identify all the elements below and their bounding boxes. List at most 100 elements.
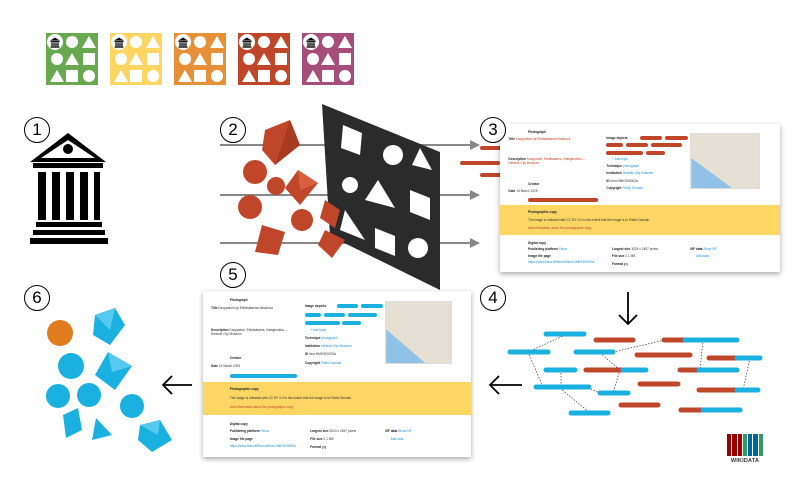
highlighted-value xyxy=(651,143,682,148)
id-label: ID xyxy=(304,352,309,357)
description-label: Description xyxy=(211,327,229,332)
institution-value[interactable]: Helsinki City Museum xyxy=(321,344,352,349)
creator-heading: Creator xyxy=(229,355,242,360)
description-value: Kauppatori, Eteläsatama, Katajanokka — H… xyxy=(211,327,288,336)
photographic-copy-section: Photographic copy The image is released … xyxy=(203,382,471,416)
largest-size-label: Largest size xyxy=(310,428,329,433)
red-shapes xyxy=(238,120,345,258)
highlighted-value xyxy=(528,198,598,202)
step-number-3: 3 xyxy=(480,117,506,143)
museum-icon xyxy=(30,133,108,244)
largest-size-value: 3024 x 2457 pixels xyxy=(631,246,658,251)
image-depicts-label: Image depicts xyxy=(304,304,327,309)
publishing-platform-value[interactable]: Finna xyxy=(558,246,567,251)
photographic-copy-text: The image is released with CC BY 4.0 to … xyxy=(528,217,651,222)
image-file-page-link[interactable]: https://www.finna.fi/Record/hkm.HMKSD000… xyxy=(528,260,594,265)
date-label: Date xyxy=(211,364,218,369)
add-topic-link[interactable]: + Add topic xyxy=(612,156,628,161)
technique-value[interactable]: photograph xyxy=(321,335,338,340)
institution-label: Institution xyxy=(304,344,321,349)
id-value: hkm.HMKSD0002a xyxy=(610,178,638,183)
highlighted-value xyxy=(342,320,362,325)
image-file-page-label: Image file page xyxy=(528,254,552,259)
institution-value[interactable]: Helsinki City Museum xyxy=(622,171,654,176)
id-value: hkm.HMKSD0002a xyxy=(308,352,337,357)
description-label: Description xyxy=(508,156,526,161)
highlighted-value xyxy=(229,374,297,378)
copyright-label: Copyright xyxy=(304,360,320,365)
format-label: Format xyxy=(612,261,623,266)
technique-value[interactable]: photograph xyxy=(622,163,640,168)
highlighted-value xyxy=(361,304,383,309)
digital-copy-heading: Digital copy xyxy=(229,422,248,427)
collection-tiles xyxy=(46,33,354,85)
graph-link xyxy=(587,387,601,394)
image-file-page-label: Image file page xyxy=(229,437,253,442)
graph-link xyxy=(699,339,704,371)
photograph-heading: Photograph xyxy=(528,129,546,134)
step-number-4: 4 xyxy=(480,285,506,311)
image-file-page-link[interactable]: https://www.finna.fi/Record/hkm.HMKSD000… xyxy=(229,443,296,448)
largest-size-value: 3024 x 2457 pixels xyxy=(329,428,357,433)
date-value: 14 March 1925 xyxy=(516,189,538,194)
file-size-label: File size xyxy=(612,254,625,259)
linked-data-graph xyxy=(507,331,763,416)
format-value: jpg xyxy=(623,261,628,266)
wikidata-logo: WIKIDATA xyxy=(727,434,763,464)
largest-size-label: Largest size xyxy=(612,246,631,251)
record-page-red: Photograph Title Kauppatorin ja Eteläsat… xyxy=(500,124,780,272)
format-value: jpg xyxy=(321,445,327,450)
add-data-link[interactable]: Add data xyxy=(696,254,709,259)
iiif-link[interactable]: Show IIIF xyxy=(398,428,412,433)
image-depicts-label: Image depicts xyxy=(606,135,628,140)
location-map[interactable] xyxy=(690,132,761,190)
file-size-label: File size xyxy=(310,437,323,442)
highlighted-value xyxy=(606,150,643,155)
technique-label: Technique xyxy=(304,335,321,340)
description-value: Kauppatori, Eteläsatama, Katajanokka — H… xyxy=(508,156,586,165)
copyright-value[interactable]: Public Domain xyxy=(320,360,342,365)
highlighted-value xyxy=(337,304,359,309)
publishing-platform-value[interactable]: Finna xyxy=(260,428,269,433)
highlighted-value xyxy=(323,312,346,317)
filter-panel xyxy=(322,104,440,290)
technique-label: Technique xyxy=(606,163,623,168)
copyright-value[interactable]: Public Domain xyxy=(622,186,643,191)
date-label: Date xyxy=(508,189,516,194)
add-copy-info-link[interactable]: Add information about the photographic c… xyxy=(528,225,592,230)
photographic-copy-text: The image is released with CC BY 4.0 to … xyxy=(229,396,352,401)
iiif-label: IIIF data xyxy=(385,428,398,433)
id-label: ID xyxy=(606,178,610,183)
add-data-link[interactable]: Add data xyxy=(390,437,404,442)
record-page-blue: Photograph Title Kauppatorin ja Eteläsat… xyxy=(203,291,471,457)
creator-heading: Creator xyxy=(528,181,540,186)
location-map[interactable] xyxy=(385,300,453,365)
highlighted-value xyxy=(606,143,624,148)
graph-link xyxy=(612,369,621,394)
highlighted-value xyxy=(626,143,649,148)
format-label: Format xyxy=(310,445,321,450)
step-number-6: 6 xyxy=(24,285,50,311)
file-size-value: 2.1 MB xyxy=(625,254,636,259)
iiif-link[interactable]: Show IIIF xyxy=(703,246,717,251)
add-topic-link[interactable]: + Add topic xyxy=(310,327,327,332)
collection-tile xyxy=(302,33,354,85)
date-value: 14 March 1925 xyxy=(218,364,241,369)
institution-label: Institution xyxy=(606,171,622,176)
highlighted-value xyxy=(304,320,340,325)
blue-shapes xyxy=(46,308,172,452)
graph-link xyxy=(527,334,566,353)
graph-link xyxy=(742,357,751,391)
wikidata-wordmark: WIKIDATA xyxy=(730,458,760,464)
publishing-platform-label: Publishing platform xyxy=(528,246,558,251)
collection-tile xyxy=(174,33,226,85)
copyright-label: Copyright xyxy=(606,186,622,191)
photographic-copy-section: Photographic copy The image is released … xyxy=(500,205,780,235)
collection-tile xyxy=(46,33,98,85)
digital-copy-heading: Digital copy xyxy=(528,240,547,245)
add-copy-info-link[interactable]: Add information about the photographic c… xyxy=(229,404,294,409)
title-value: Kauppatorin ja Eteläsataman ilmakuva xyxy=(515,137,571,142)
title-label: Title xyxy=(211,305,218,310)
graph-link xyxy=(527,351,544,388)
